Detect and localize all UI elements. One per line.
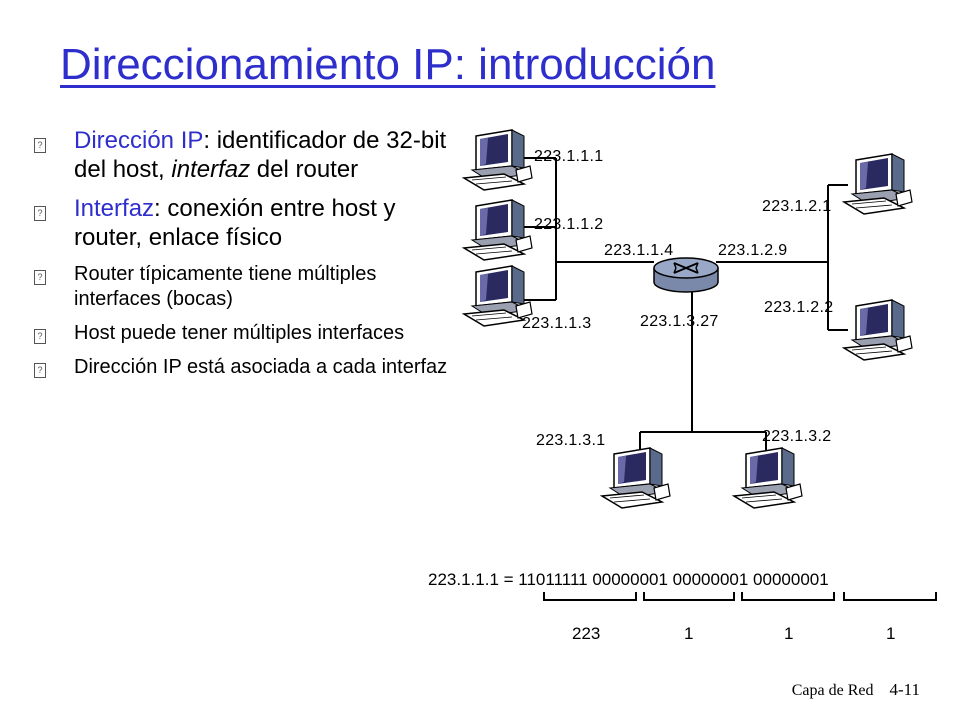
slide-footer: Capa de Red 4-11: [792, 680, 920, 700]
bullet-ip-per-interface: ? Dirección IP está asociada a cada inte…: [34, 355, 454, 380]
term-interface: Interfaz: [74, 195, 155, 222]
network-links: [518, 157, 848, 454]
ip-label-router-if-3: 223.1.3.27: [640, 313, 719, 330]
bullet-text: Host puede tener múltiples interfaces: [74, 322, 405, 344]
bullet-text: del router: [250, 156, 359, 183]
bullet-text: : conexión entre host y router, enlace f…: [74, 195, 396, 251]
decimal-octet-4: 1: [886, 624, 896, 643]
host-computer-icon: [843, 299, 913, 361]
bullet-marker-icon: ?: [34, 363, 46, 378]
bullet-emphasis: interfaz: [171, 156, 251, 183]
binary-equation: 223.1.1.1 = 11011111 00000001 00000001 0…: [428, 570, 829, 589]
bullet-ip-address: ? Dirección IP: identificador de 32-bit …: [34, 126, 454, 184]
bullet-text: Dirección IP está asociada a cada interf…: [74, 356, 448, 378]
ip-label-host-6: 223.1.3.1: [536, 432, 606, 449]
ip-label-host-1: 223.1.1.1: [534, 148, 604, 165]
bullet-interface: ? Interfaz: conexión entre host y router…: [34, 194, 454, 252]
bullet-marker-icon: ?: [34, 138, 46, 153]
binary-braces: [543, 592, 937, 601]
host-computer-icon: [601, 447, 671, 509]
decimal-octet-1: 223: [572, 624, 601, 643]
host-computer-icon: [463, 199, 533, 261]
chapter-name: Capa de Red: [791, 682, 874, 699]
ip-label-host-2: 223.1.1.2: [534, 216, 604, 233]
bullet-marker-icon: ?: [34, 206, 46, 221]
host-computer-icon: [463, 129, 533, 191]
host-computer-icon: [843, 153, 913, 215]
router-icon: [653, 257, 719, 293]
bullet-text: : identificador de 32-bit del host,: [74, 127, 447, 183]
slide-title: Direccionamiento IP: introducción: [60, 40, 716, 89]
ip-label-host-3: 223.1.1.3: [522, 315, 592, 332]
bullet-list: ? Dirección IP: identificador de 32-bit …: [34, 126, 454, 389]
page-number: 4-11: [889, 680, 920, 699]
bullet-host-interfaces: ? Host puede tener múltiples interfaces: [34, 321, 454, 346]
term-ip-address: Dirección IP: [74, 127, 204, 154]
bullet-text: Router típicamente tiene múltiples inter…: [74, 263, 377, 310]
ip-label-host-7: 223.1.3.2: [762, 428, 832, 445]
decimal-octet-2: 1: [684, 624, 694, 643]
bullet-marker-icon: ?: [34, 270, 46, 285]
bullet-router-interfaces: ? Router típicamente tiene múltiples int…: [34, 262, 454, 312]
decimal-octet-3: 1: [784, 624, 794, 643]
ip-label-router-if-2: 223.1.2.9: [718, 242, 788, 259]
bullet-marker-icon: ?: [34, 329, 46, 344]
ip-label-host-5: 223.1.2.2: [764, 299, 834, 316]
ip-label-router-if-1: 223.1.1.4: [604, 242, 674, 259]
ip-label-host-4: 223.1.2.1: [762, 198, 832, 215]
host-computer-icon: [733, 447, 803, 509]
